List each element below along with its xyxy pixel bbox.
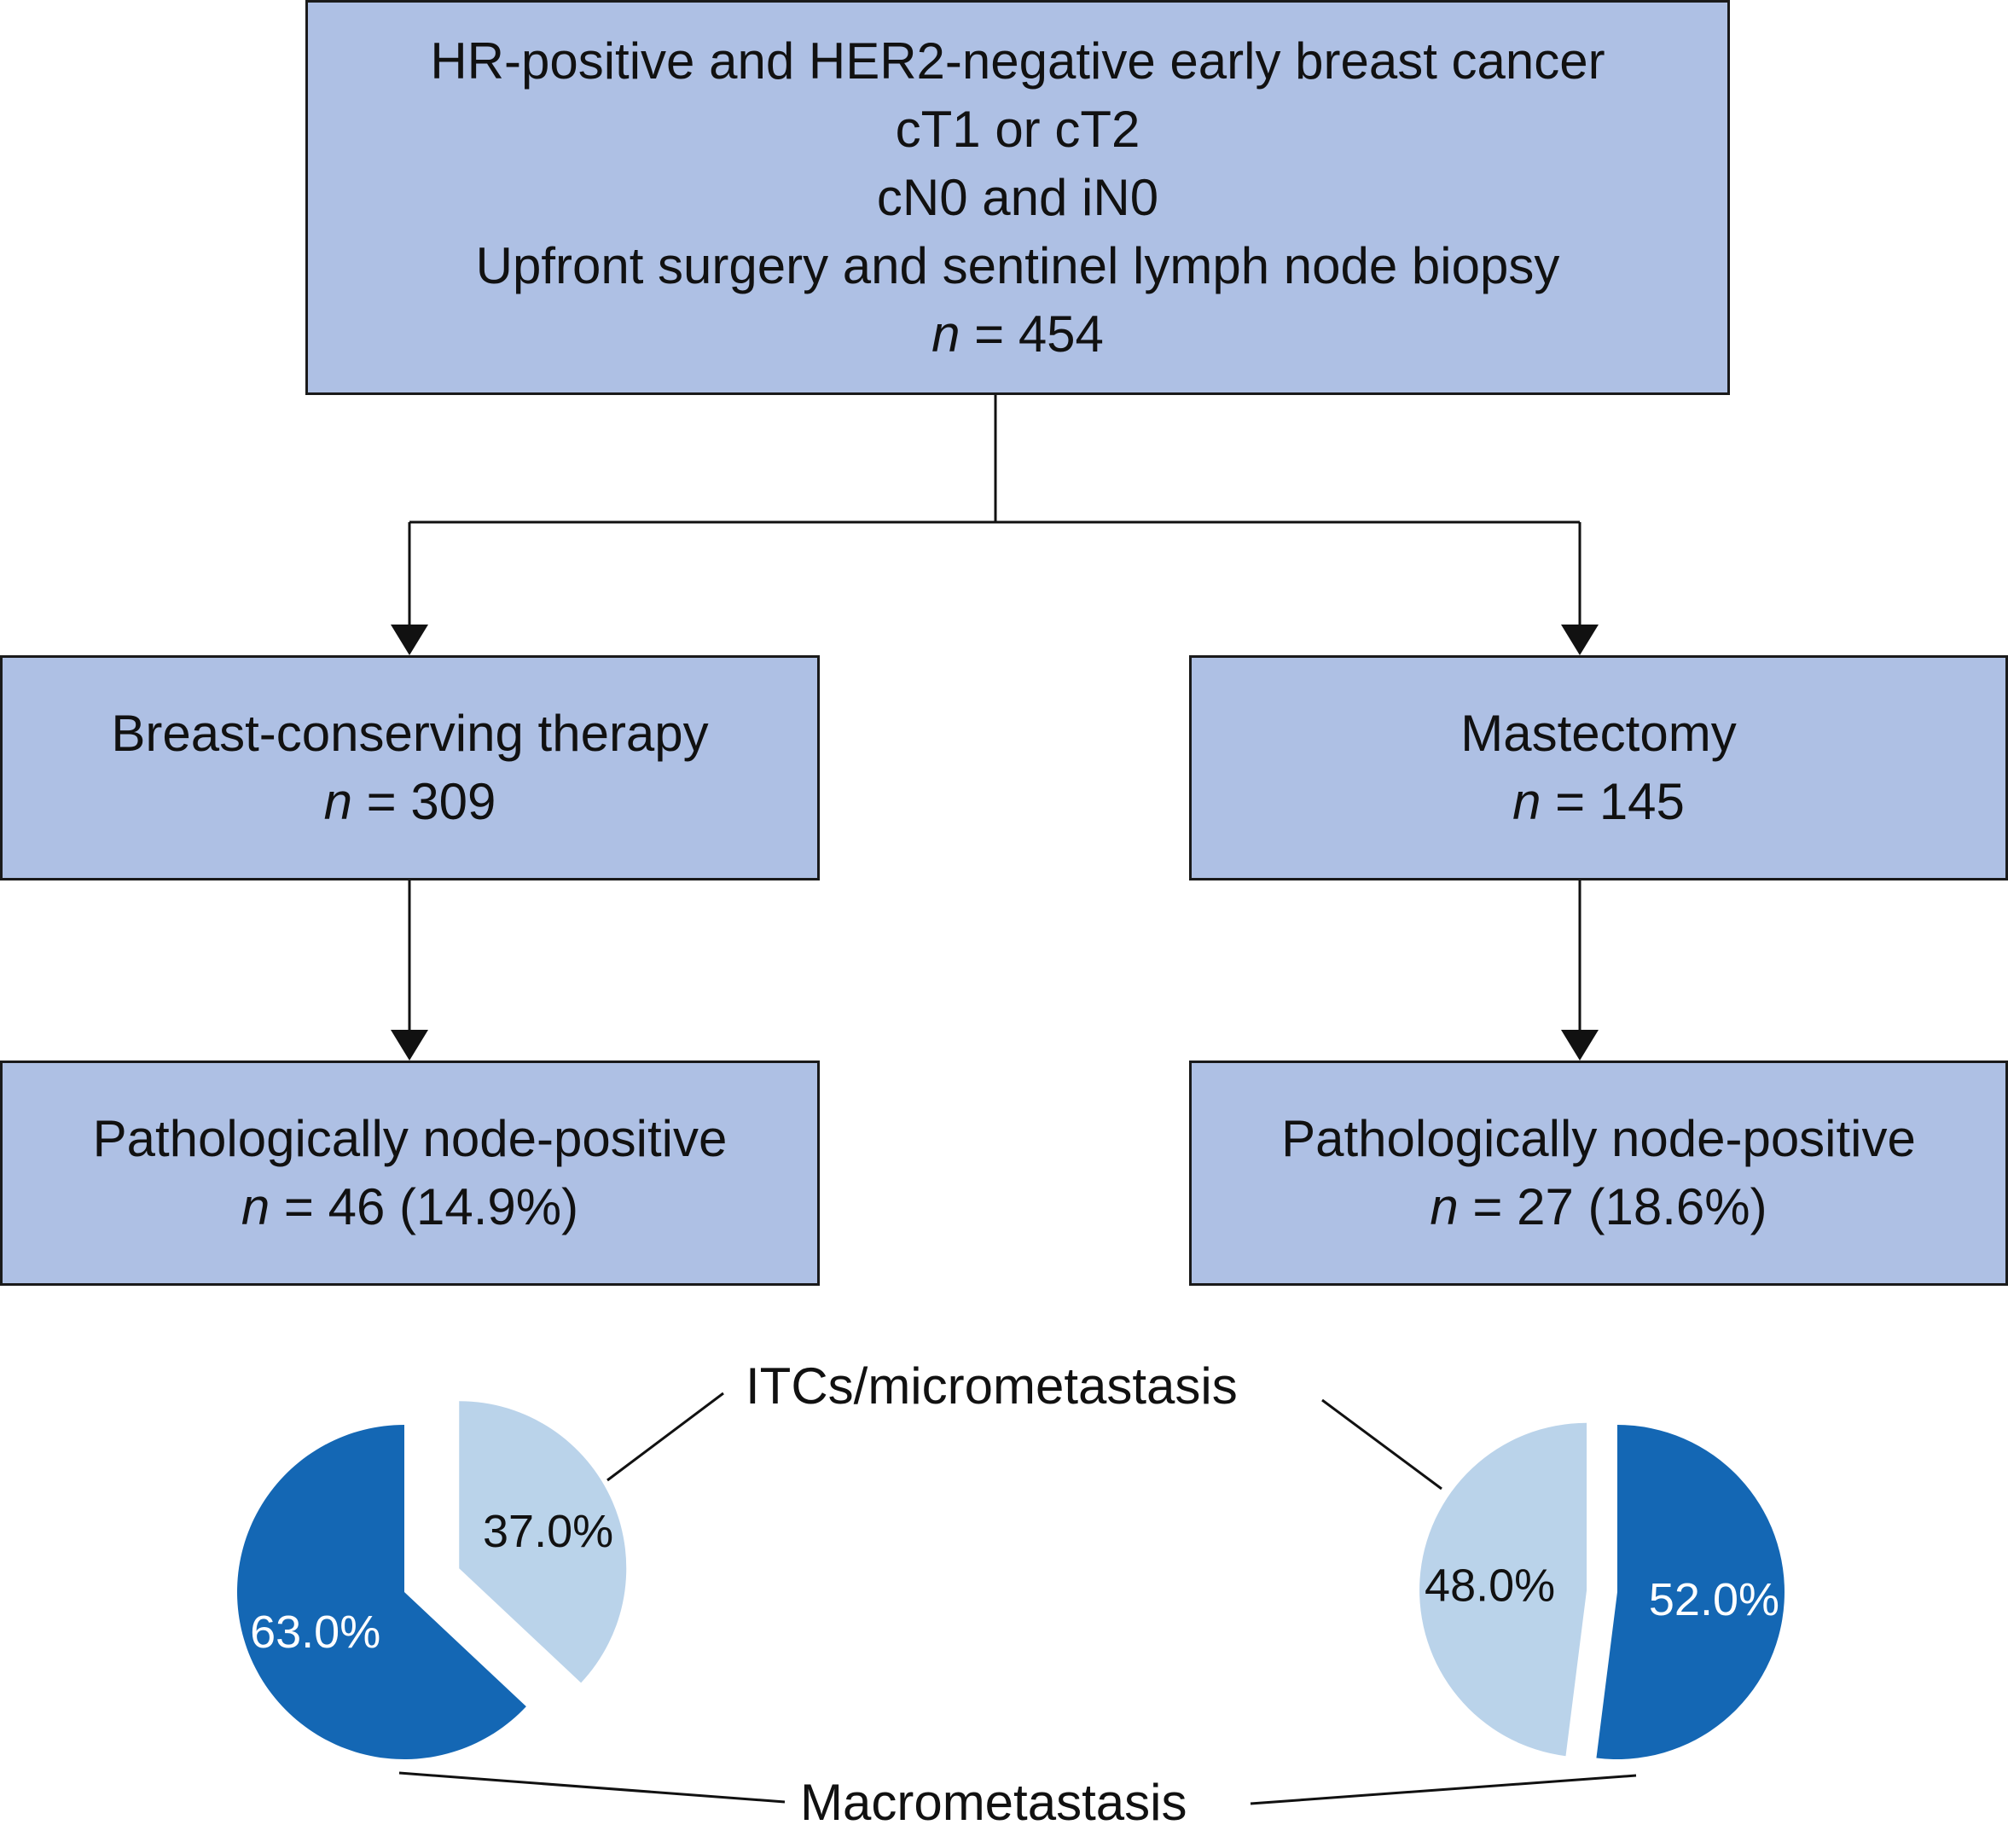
arrowhead-to-bct-node-positive (391, 1030, 428, 1061)
cohort-line-4: Upfront surgery and sentinel lymph node … (475, 236, 1560, 294)
bct-node-positive-title: Pathologically node-positive (92, 1110, 728, 1167)
pie-label-bct-itcs-micrometastasis: 37.0% (483, 1506, 613, 1557)
mastectomy-title: Mastectomy (1460, 705, 1737, 762)
pie-label-mastectomy-macrometastasis: 52.0% (1649, 1574, 1779, 1625)
mastectomy-count: n = 145 (1512, 768, 1685, 836)
macrometastasis-label: Macrometastasis (788, 1773, 1199, 1833)
mastectomy-node-positive-count-value: = 27 (18.6%) (1458, 1178, 1767, 1235)
bct-title: Breast-conserving therapy (111, 705, 709, 762)
n-symbol: n (1512, 773, 1541, 830)
cohort-count: n = 454 (931, 300, 1104, 369)
mastectomy-box: Mastectomy n = 145 (1189, 655, 2008, 880)
pie-slice-mastectomy-macrometastasis (1596, 1425, 1785, 1759)
cohort-box: HR-positive and HER2-negative early brea… (305, 0, 1730, 395)
leader-macro-left (398, 1771, 786, 1804)
leader-lines (398, 1392, 1637, 1805)
breast-conserving-therapy-box: Breast-conserving therapy n = 309 (0, 655, 820, 880)
bct-node-positive-count: n = 46 (14.9%) (241, 1173, 578, 1241)
arrowhead-to-bct (391, 625, 428, 655)
n-symbol: n (241, 1178, 270, 1235)
pie-label-mastectomy-itcs-micrometastasis: 48.0% (1425, 1560, 1555, 1612)
arrowhead-to-mastectomy-node-positive (1561, 1030, 1599, 1061)
mastectomy-node-positive-box: Pathologically node-positive n = 27 (18.… (1189, 1061, 2008, 1286)
cohort-line-2: cT1 or cT2 (895, 100, 1140, 158)
pie-slice-bct-itcs-micrometastasis (459, 1401, 627, 1683)
bct-node-positive-count-value: = 46 (14.9%) (270, 1178, 579, 1235)
pie-chart-mastectomy: 52.0% 48.0% (1419, 1422, 1785, 1759)
pie-chart-bct: 37.0% 63.0% (237, 1401, 627, 1759)
mastectomy-node-positive-title: Pathologically node-positive (1281, 1110, 1916, 1167)
bct-node-positive-box: Pathologically node-positive n = 46 (14.… (0, 1061, 820, 1286)
mastectomy-count-value: = 145 (1541, 773, 1685, 830)
n-symbol: n (323, 773, 352, 830)
itc-micrometastasis-label: ITCs/micrometastasis (734, 1357, 1250, 1416)
bct-count: n = 309 (324, 768, 496, 836)
n-symbol: n (1430, 1178, 1459, 1235)
n-symbol: n (931, 305, 960, 363)
cohort-line-1: HR-positive and HER2-negative early brea… (430, 32, 1605, 90)
cohort-count-value: = 454 (960, 305, 1104, 363)
leader-itc-right (1321, 1398, 1442, 1491)
mastectomy-node-positive-count: n = 27 (18.6%) (1430, 1173, 1767, 1241)
bct-count-value: = 309 (351, 773, 496, 830)
pie-slice-bct-macrometastasis (237, 1425, 526, 1759)
pie-label-bct-macrometastasis: 63.0% (250, 1607, 380, 1658)
cohort-line-3: cN0 and iN0 (876, 168, 1159, 226)
arrowhead-to-mastectomy (1561, 625, 1599, 655)
leader-macro-right (1250, 1774, 1637, 1805)
pie-slice-mastectomy-itcs-micrometastasis (1419, 1422, 1587, 1757)
leader-itc-left (606, 1392, 724, 1482)
